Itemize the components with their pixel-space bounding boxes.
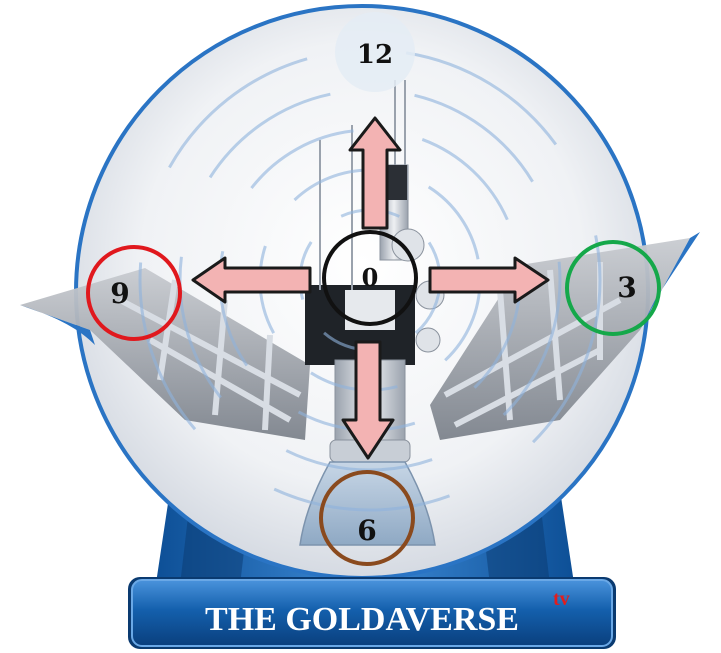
ring-left xyxy=(86,245,182,341)
direction-arrows xyxy=(191,116,550,460)
arrow-right xyxy=(428,256,550,304)
ring-right xyxy=(565,240,661,336)
ring-bottom xyxy=(319,470,415,566)
label-center: 0 xyxy=(362,263,379,292)
brand-banner: THE GOLDAVERSE tv xyxy=(128,577,616,649)
label-bottom: 6 xyxy=(357,514,376,547)
brand-title: THE GOLDAVERSE xyxy=(205,601,519,638)
top-marker xyxy=(335,12,415,92)
ring-center xyxy=(322,230,418,326)
arrow-up xyxy=(348,116,402,230)
label-left: 9 xyxy=(110,277,129,310)
arrow-left xyxy=(191,256,312,304)
arrow-down xyxy=(341,340,395,460)
label-top: 12 xyxy=(357,40,393,70)
nozzle-bell xyxy=(299,461,436,546)
label-right: 3 xyxy=(617,271,636,304)
brand-suffix: tv xyxy=(553,588,570,610)
